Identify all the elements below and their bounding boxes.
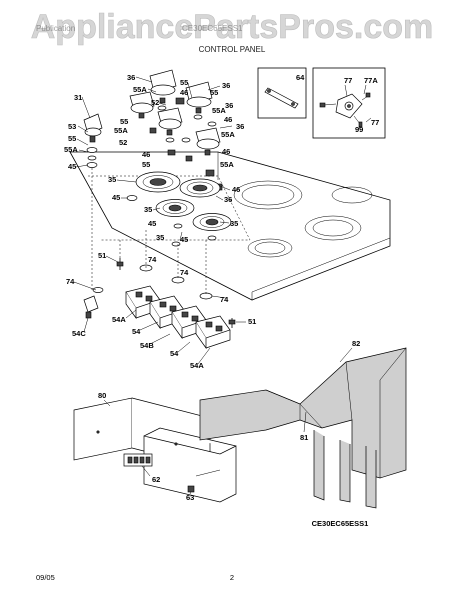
inset-part-64 (257, 67, 307, 119)
callout-36-a: 36 (127, 73, 135, 82)
callout-35-a: 35 (108, 175, 116, 184)
callout-55-b: 55 (210, 88, 218, 97)
callout-55a-e: 55A (64, 145, 78, 154)
leader-lines-upper (75, 76, 233, 241)
footer-date: 09/05 (36, 573, 55, 582)
element-ring-1 (135, 171, 181, 193)
knob-mid-1 (157, 107, 183, 143)
callout-55-d: 55 (68, 134, 76, 143)
leader-lines-lower (73, 255, 246, 365)
callout-77: 77 (344, 76, 352, 85)
callout-77a: 77A (364, 76, 378, 85)
callout-74-c: 74 (66, 277, 75, 286)
callout-52-b: 52 (119, 138, 127, 147)
callout-54-b: 54 (170, 349, 179, 358)
model-code: CE30EC65ESS1 (312, 519, 369, 528)
callout-36-d: 36 (236, 122, 244, 131)
callout-35-c: 35 (230, 219, 238, 228)
leader-82 (339, 347, 353, 363)
callout-36-e: 36 (224, 195, 232, 204)
callout-74-d: 74 (220, 295, 229, 304)
callout-52-a: 52 (151, 98, 159, 107)
callout-36-b: 36 (222, 81, 230, 90)
guide-lines (91, 168, 207, 296)
callout-45-a: 45 (68, 162, 76, 171)
callout-53: 53 (68, 122, 76, 131)
insulation-wrapper (199, 347, 407, 509)
callout-51-a: 51 (98, 251, 106, 260)
callout-35-b: 35 (144, 205, 152, 214)
leader-80 (103, 399, 111, 407)
callout-54-a: 54 (132, 327, 141, 336)
callout-55a-f: 55A (220, 160, 234, 169)
callout-46-d: 46 (222, 147, 230, 156)
knob-top-2 (129, 91, 155, 119)
callout-54a-b: 54A (190, 361, 204, 370)
callout-45-d: 45 (180, 235, 188, 244)
callout-55a-b: 55A (212, 106, 226, 115)
callout-55-e: 55 (142, 160, 150, 169)
callout-55-a: 55 (180, 78, 188, 87)
element-ring-3 (155, 199, 195, 217)
callout-82: 82 (352, 339, 360, 348)
callout-63: 63 (186, 493, 194, 502)
section-title: CONTROL PANEL (199, 45, 266, 54)
callout-99: 99 (355, 125, 363, 134)
callout-55a-d: 55A (221, 130, 235, 139)
inset-part-77-99 (312, 67, 386, 139)
callout-74-b: 74 (180, 268, 189, 277)
callout-54b: 54B (140, 341, 154, 350)
knob-mid-2 (195, 127, 221, 177)
callout-54a-a: 54A (112, 315, 126, 324)
callout-46-b: 46 (224, 115, 232, 124)
callout-51-b: 51 (248, 317, 256, 326)
element-ring-2 (179, 178, 221, 198)
control-housing (73, 397, 237, 503)
knob-top-1 (149, 69, 177, 111)
callout-35-d: 35 (156, 233, 164, 242)
switch-assemblies (83, 258, 236, 350)
knob-top-3 (185, 81, 213, 120)
callout-62: 62 (152, 475, 160, 484)
callout-64: 64 (296, 73, 305, 82)
washers (86, 162, 217, 247)
callout-74-a: 74 (148, 255, 157, 264)
callout-55a-c: 55A (114, 126, 128, 135)
element-ring-4 (192, 213, 232, 231)
leader-81 (303, 411, 307, 433)
callout-80: 80 (98, 391, 106, 400)
callout-46-a: 46 (180, 88, 188, 97)
footer-page-number: 2 (230, 573, 234, 582)
watermark: AppliancePartsPros.com (31, 8, 433, 46)
callout-45-c: 45 (148, 219, 156, 228)
callout-46-e: 46 (232, 185, 240, 194)
callout-55a-a: 55A (133, 85, 147, 94)
callout-81: 81 (300, 433, 308, 442)
callout-54c: 54C (72, 329, 86, 338)
callout-55-c: 55 (120, 117, 128, 126)
leader-62 (141, 465, 151, 477)
header-publication: Publication (36, 24, 75, 33)
header-model: CE30EC65ESS1 (182, 24, 243, 33)
callout-31: 31 (74, 93, 82, 102)
callout-46-c: 46 (142, 150, 150, 159)
callout-45-b: 45 (112, 193, 120, 202)
leader-63 (189, 491, 192, 495)
callout-36-c: 36 (225, 101, 233, 110)
callout-77-lower: 77 (371, 118, 379, 127)
knob-left (83, 113, 103, 161)
